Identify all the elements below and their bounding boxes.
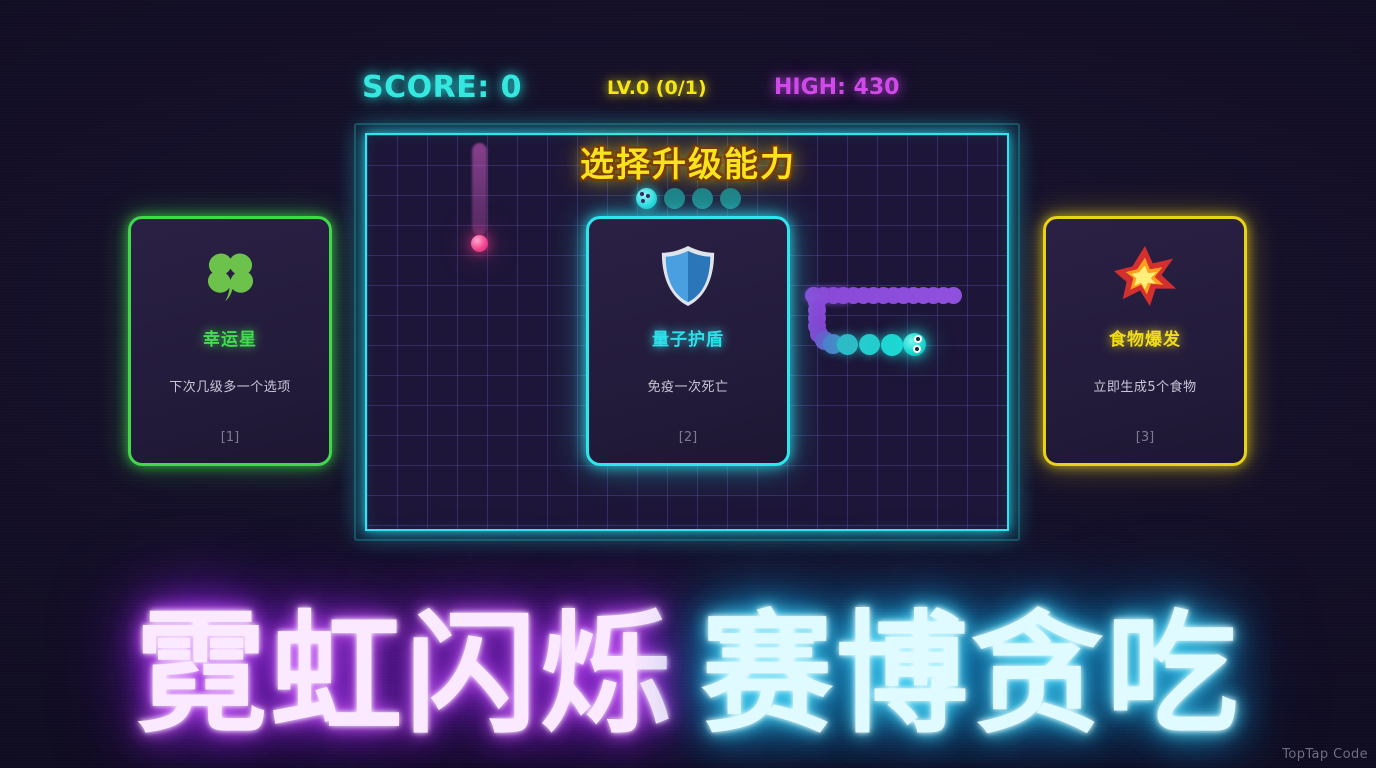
dot-spot <box>639 192 644 196</box>
level-progress-dots <box>0 188 1376 209</box>
card-title: 幸运星 <box>203 330 257 350</box>
card-description: 立即生成5个食物 <box>1093 380 1197 395</box>
level-display: LV.0 (0/1) <box>607 77 707 99</box>
card-hotkey: [2] <box>678 430 698 445</box>
logo-part-cyber: 赛博贪吃 <box>701 598 1241 752</box>
upgrade-card-quantum-shield[interactable]: 量子护盾 免疫一次死亡 [2] <box>586 216 790 466</box>
explosion-icon <box>1113 241 1177 311</box>
food-trail <box>472 143 487 235</box>
progress-dot-active <box>635 188 657 209</box>
game-logo-title: 霓虹闪烁赛博贪吃 <box>0 568 1376 759</box>
snake-segment <box>859 334 880 355</box>
card-title: 食物爆发 <box>1109 330 1181 350</box>
snake-segment <box>881 334 903 356</box>
progress-dot <box>691 188 713 209</box>
progress-dot <box>719 188 741 209</box>
snake-pupil <box>915 347 919 351</box>
snake-pupil <box>916 337 920 341</box>
upgrade-overlay-title: 选择升级能力 <box>580 145 796 185</box>
clover-icon <box>199 241 261 311</box>
progress-dot <box>663 188 685 209</box>
game-board-frame <box>354 123 1020 541</box>
card-hotkey: [3] <box>1135 430 1155 445</box>
card-description: 下次几级多一个选项 <box>169 380 291 395</box>
dot-spot <box>645 194 650 198</box>
logo-part-neon: 霓虹闪烁 <box>135 598 675 752</box>
upgrade-card-lucky-star[interactable]: 幸运星 下次几级多一个选项 [1] <box>128 216 332 466</box>
food-orb <box>471 235 488 252</box>
snake-eye <box>914 335 922 343</box>
shield-icon <box>657 241 719 311</box>
snake-eye <box>913 345 921 353</box>
snake-segment <box>945 287 962 304</box>
snake-head <box>903 333 926 356</box>
card-hotkey: [1] <box>220 430 240 445</box>
high-score-display: HIGH: 430 <box>774 75 900 100</box>
score-display: SCORE: 0 <box>362 70 523 105</box>
watermark: TopTap Code <box>1282 747 1368 762</box>
card-title: 量子护盾 <box>652 330 724 350</box>
snake-segment <box>837 334 858 355</box>
card-description: 免疫一次死亡 <box>647 380 729 395</box>
hud-bar: SCORE: 0 LV.0 (0/1) HIGH: 430 <box>0 70 1376 112</box>
upgrade-card-food-burst[interactable]: 食物爆发 立即生成5个食物 [3] <box>1043 216 1247 466</box>
dot-spot <box>640 199 645 203</box>
